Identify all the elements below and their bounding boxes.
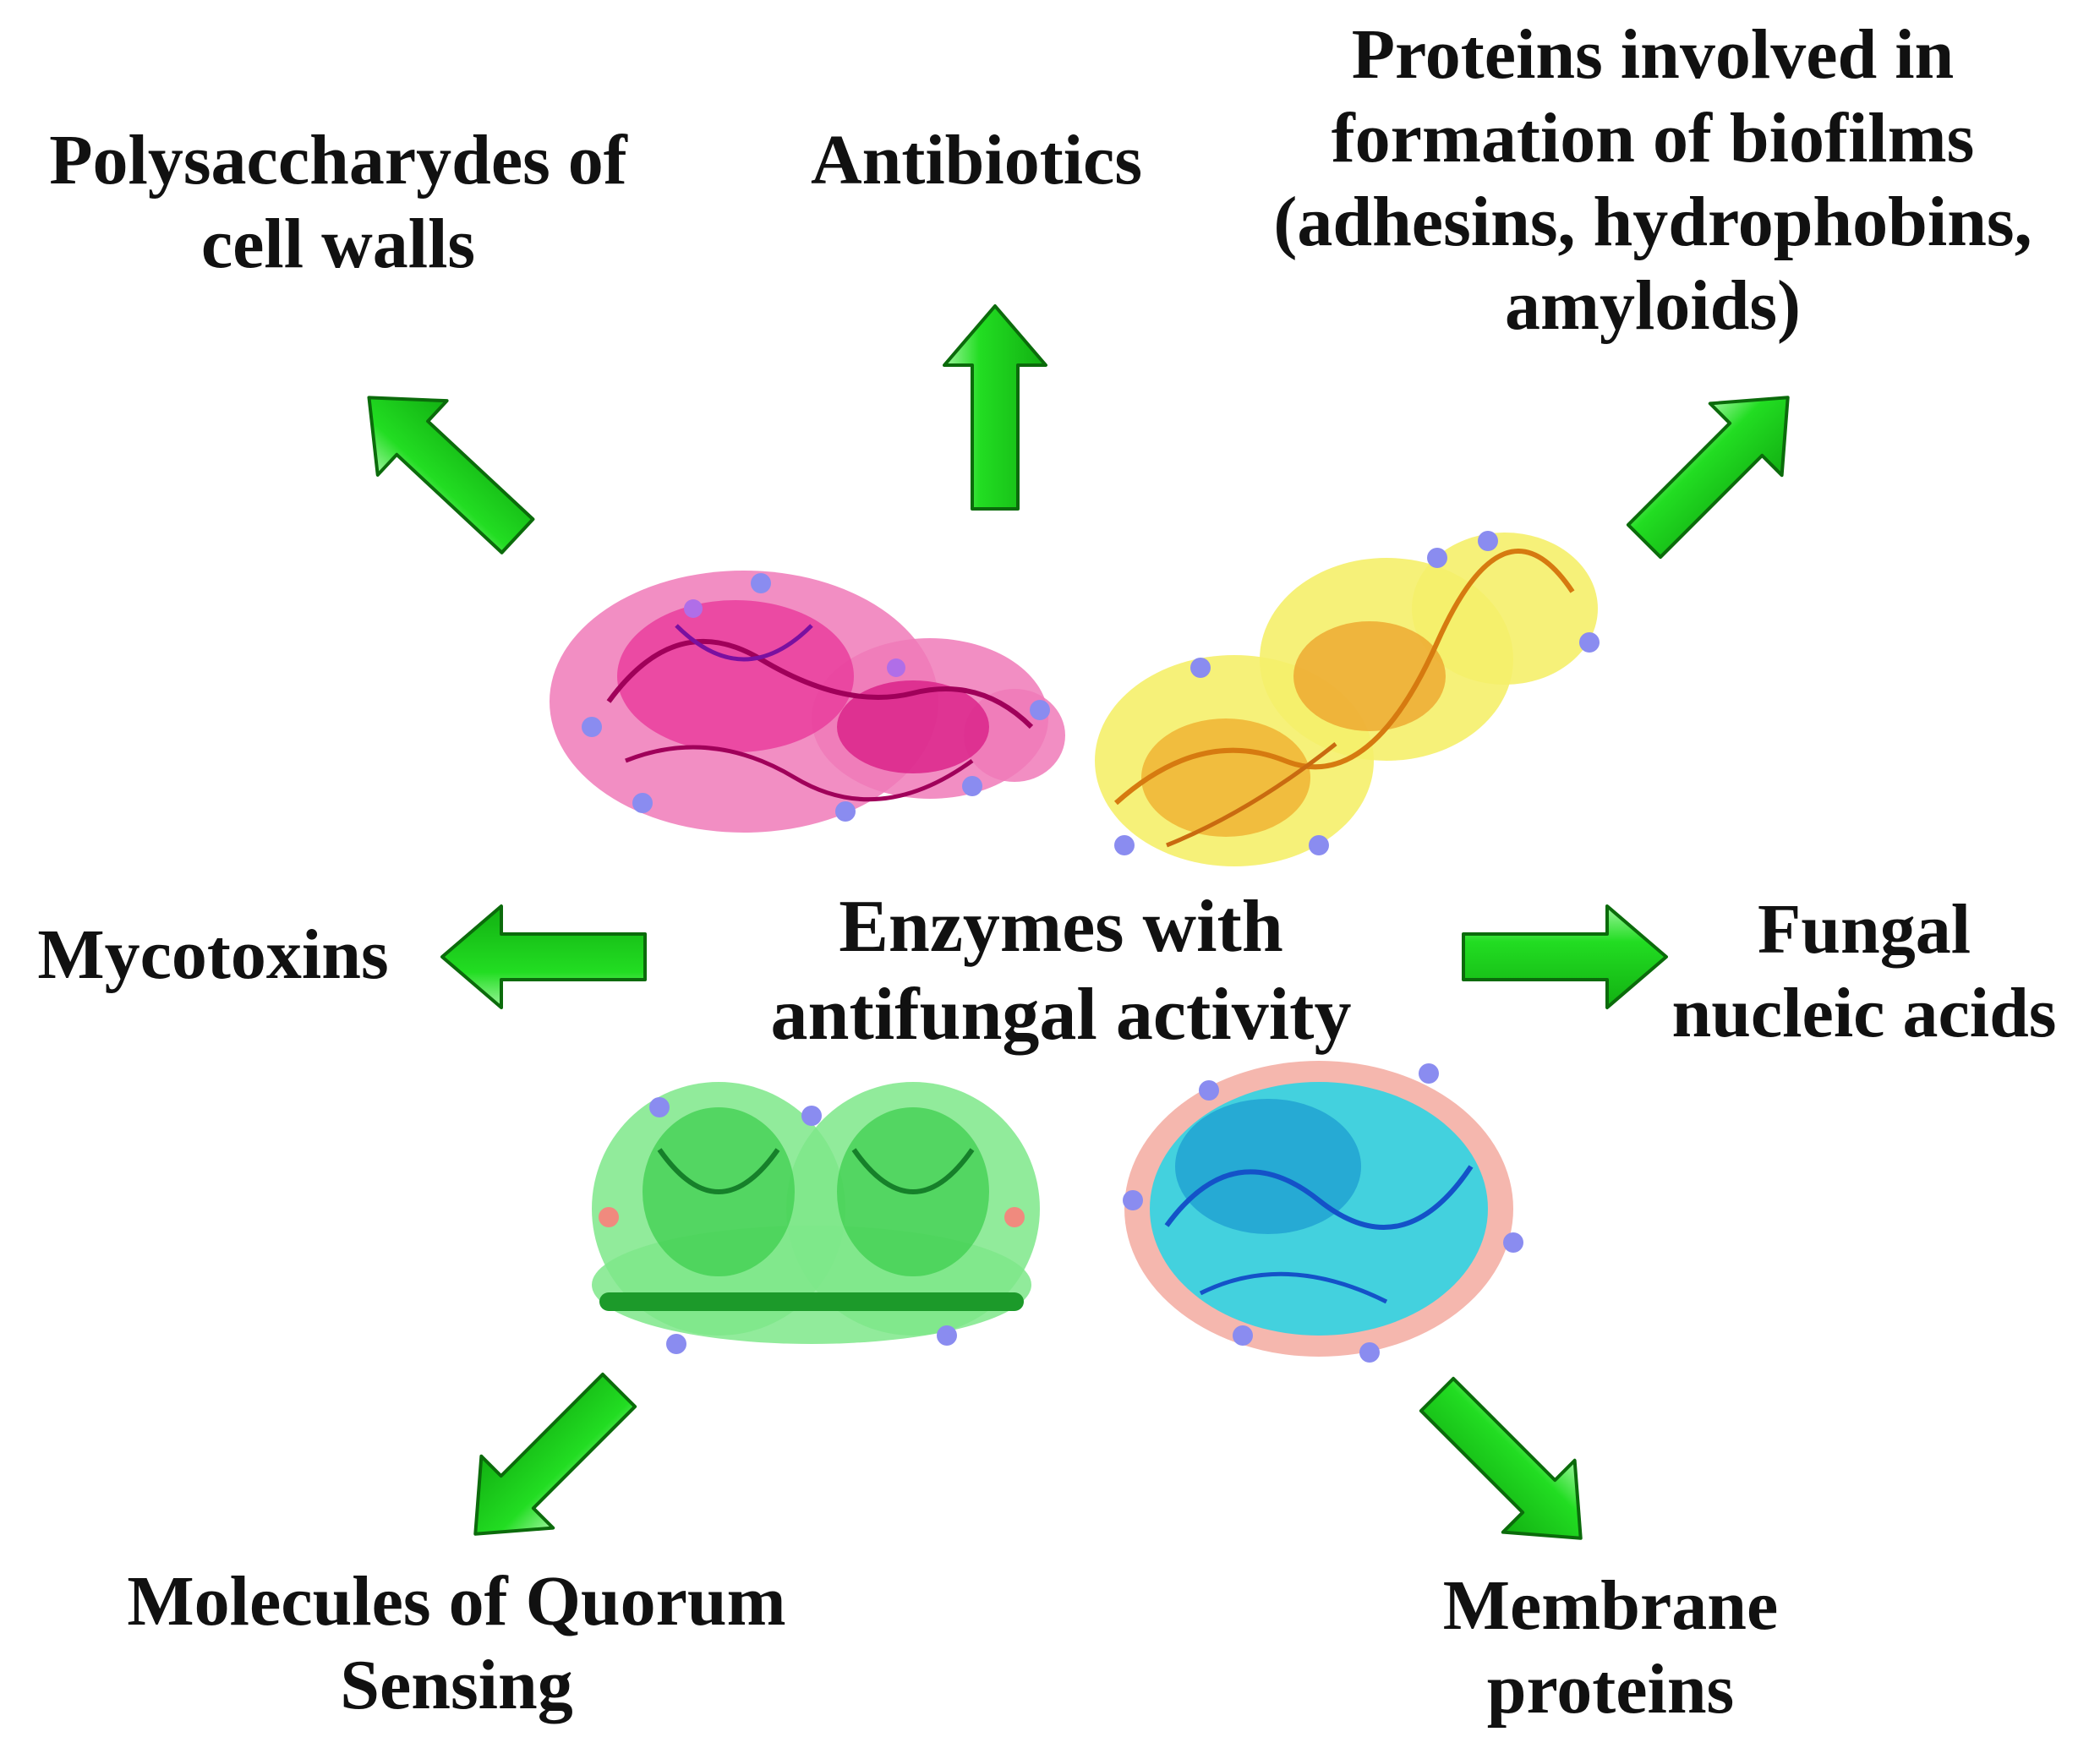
target-label-nucleic-acids: Fungal nucleic acids [1672,888,2057,1055]
biofilm-proteins-line-1: Proteins involved in [1351,15,1955,94]
protein-structure-magenta-icon [550,571,1065,833]
biofilm-proteins-line-3: (adhesins, hydrophobins, [1273,183,2032,262]
arrow-icon-polysaccharides [367,396,535,554]
target-label-polysaccharides: Polysaccharydes of cell walls [49,118,627,286]
protein-structure-green-icon [592,1082,1040,1354]
nucleic-acids-line-2: nucleic acids [1671,974,2057,1053]
arrow-icon-membrane-proteins [1419,1376,1583,1540]
target-label-biofilm-proteins: Proteins involved in formation of biofil… [1273,13,2032,347]
arrow-icon-mycotoxins [440,904,647,1009]
quorum-sensing-line-2: Sensing [340,1646,573,1725]
target-label-membrane-proteins: Membrane proteins [1443,1564,1779,1731]
membrane-proteins-line-1: Membrane [1442,1566,1779,1645]
arrow-icon-quorum-sensing [473,1372,637,1536]
protein-structure-yellow-icon [1095,531,1600,866]
mycotoxins-line-1: Mycotoxins [37,915,389,994]
nucleic-acids-line-1: Fungal [1757,890,1971,969]
arrow-icon-antibiotics [943,304,1047,511]
polysaccharides-line-2: cell walls [200,205,476,284]
center-label-line-2: antifungal activity [770,973,1352,1056]
center-label-line-1: Enzymes with [839,886,1283,968]
polysaccharides-line-1: Polysaccharydes of [49,121,627,199]
target-label-mycotoxins: Mycotoxins [37,913,388,997]
quorum-sensing-line-1: Molecules of Quorum [127,1562,786,1641]
antibiotics-line-1: Antibiotics [810,121,1143,199]
center-label: Enzymes with antifungal activity [771,883,1352,1059]
protein-structure-cyan-icon [1123,1061,1523,1363]
target-label-antibiotics: Antibiotics [811,118,1142,202]
target-label-quorum-sensing: Molecules of Quorum Sensing [127,1560,785,1727]
membrane-proteins-line-2: proteins [1486,1650,1735,1729]
biofilm-proteins-line-2: formation of biofilms [1331,99,1975,178]
arrow-icon-biofilm-proteins [1626,396,1790,560]
arrow-icon-nucleic-acids [1462,904,1668,1009]
biofilm-proteins-line-4: amyloids) [1504,266,1802,346]
